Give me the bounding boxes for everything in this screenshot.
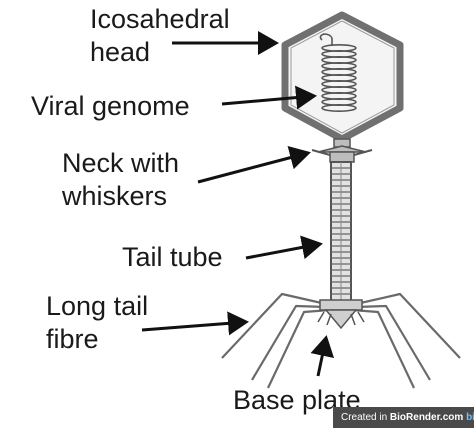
label-head: head <box>90 37 151 67</box>
capsid-inner-edge <box>290 20 395 134</box>
label-icosahedral: Icosahedral <box>90 4 230 34</box>
tail-tube <box>330 161 352 303</box>
biorender-watermark: Created in BioRender.com bio <box>333 407 474 428</box>
watermark-brand: BioRender.com <box>389 412 464 423</box>
label-fibre: fibre <box>46 324 99 354</box>
neck-with-whiskers <box>311 138 373 163</box>
label-whiskers: whiskers <box>62 181 168 211</box>
capsid-head <box>281 11 404 143</box>
tail-tube-pointer-arrow <box>245 235 323 260</box>
watermark-prefix: Created in <box>341 412 390 423</box>
neck-pointer-arrow <box>197 145 311 184</box>
genome-pointer-arrow <box>221 85 317 110</box>
watermark-logo-text: bio <box>466 412 474 423</box>
base-plate <box>317 299 365 330</box>
base-plate-pointer-arrow <box>310 335 335 377</box>
fibre-pointer-arrow <box>141 311 249 336</box>
label-neck-with: Neck with <box>62 148 180 178</box>
label-long-tail: Long tail <box>46 291 149 321</box>
viral-genome-coil <box>319 33 357 113</box>
label-tail-tube: Tail tube <box>122 242 223 272</box>
label-viral-genome: Viral genome <box>31 91 190 121</box>
